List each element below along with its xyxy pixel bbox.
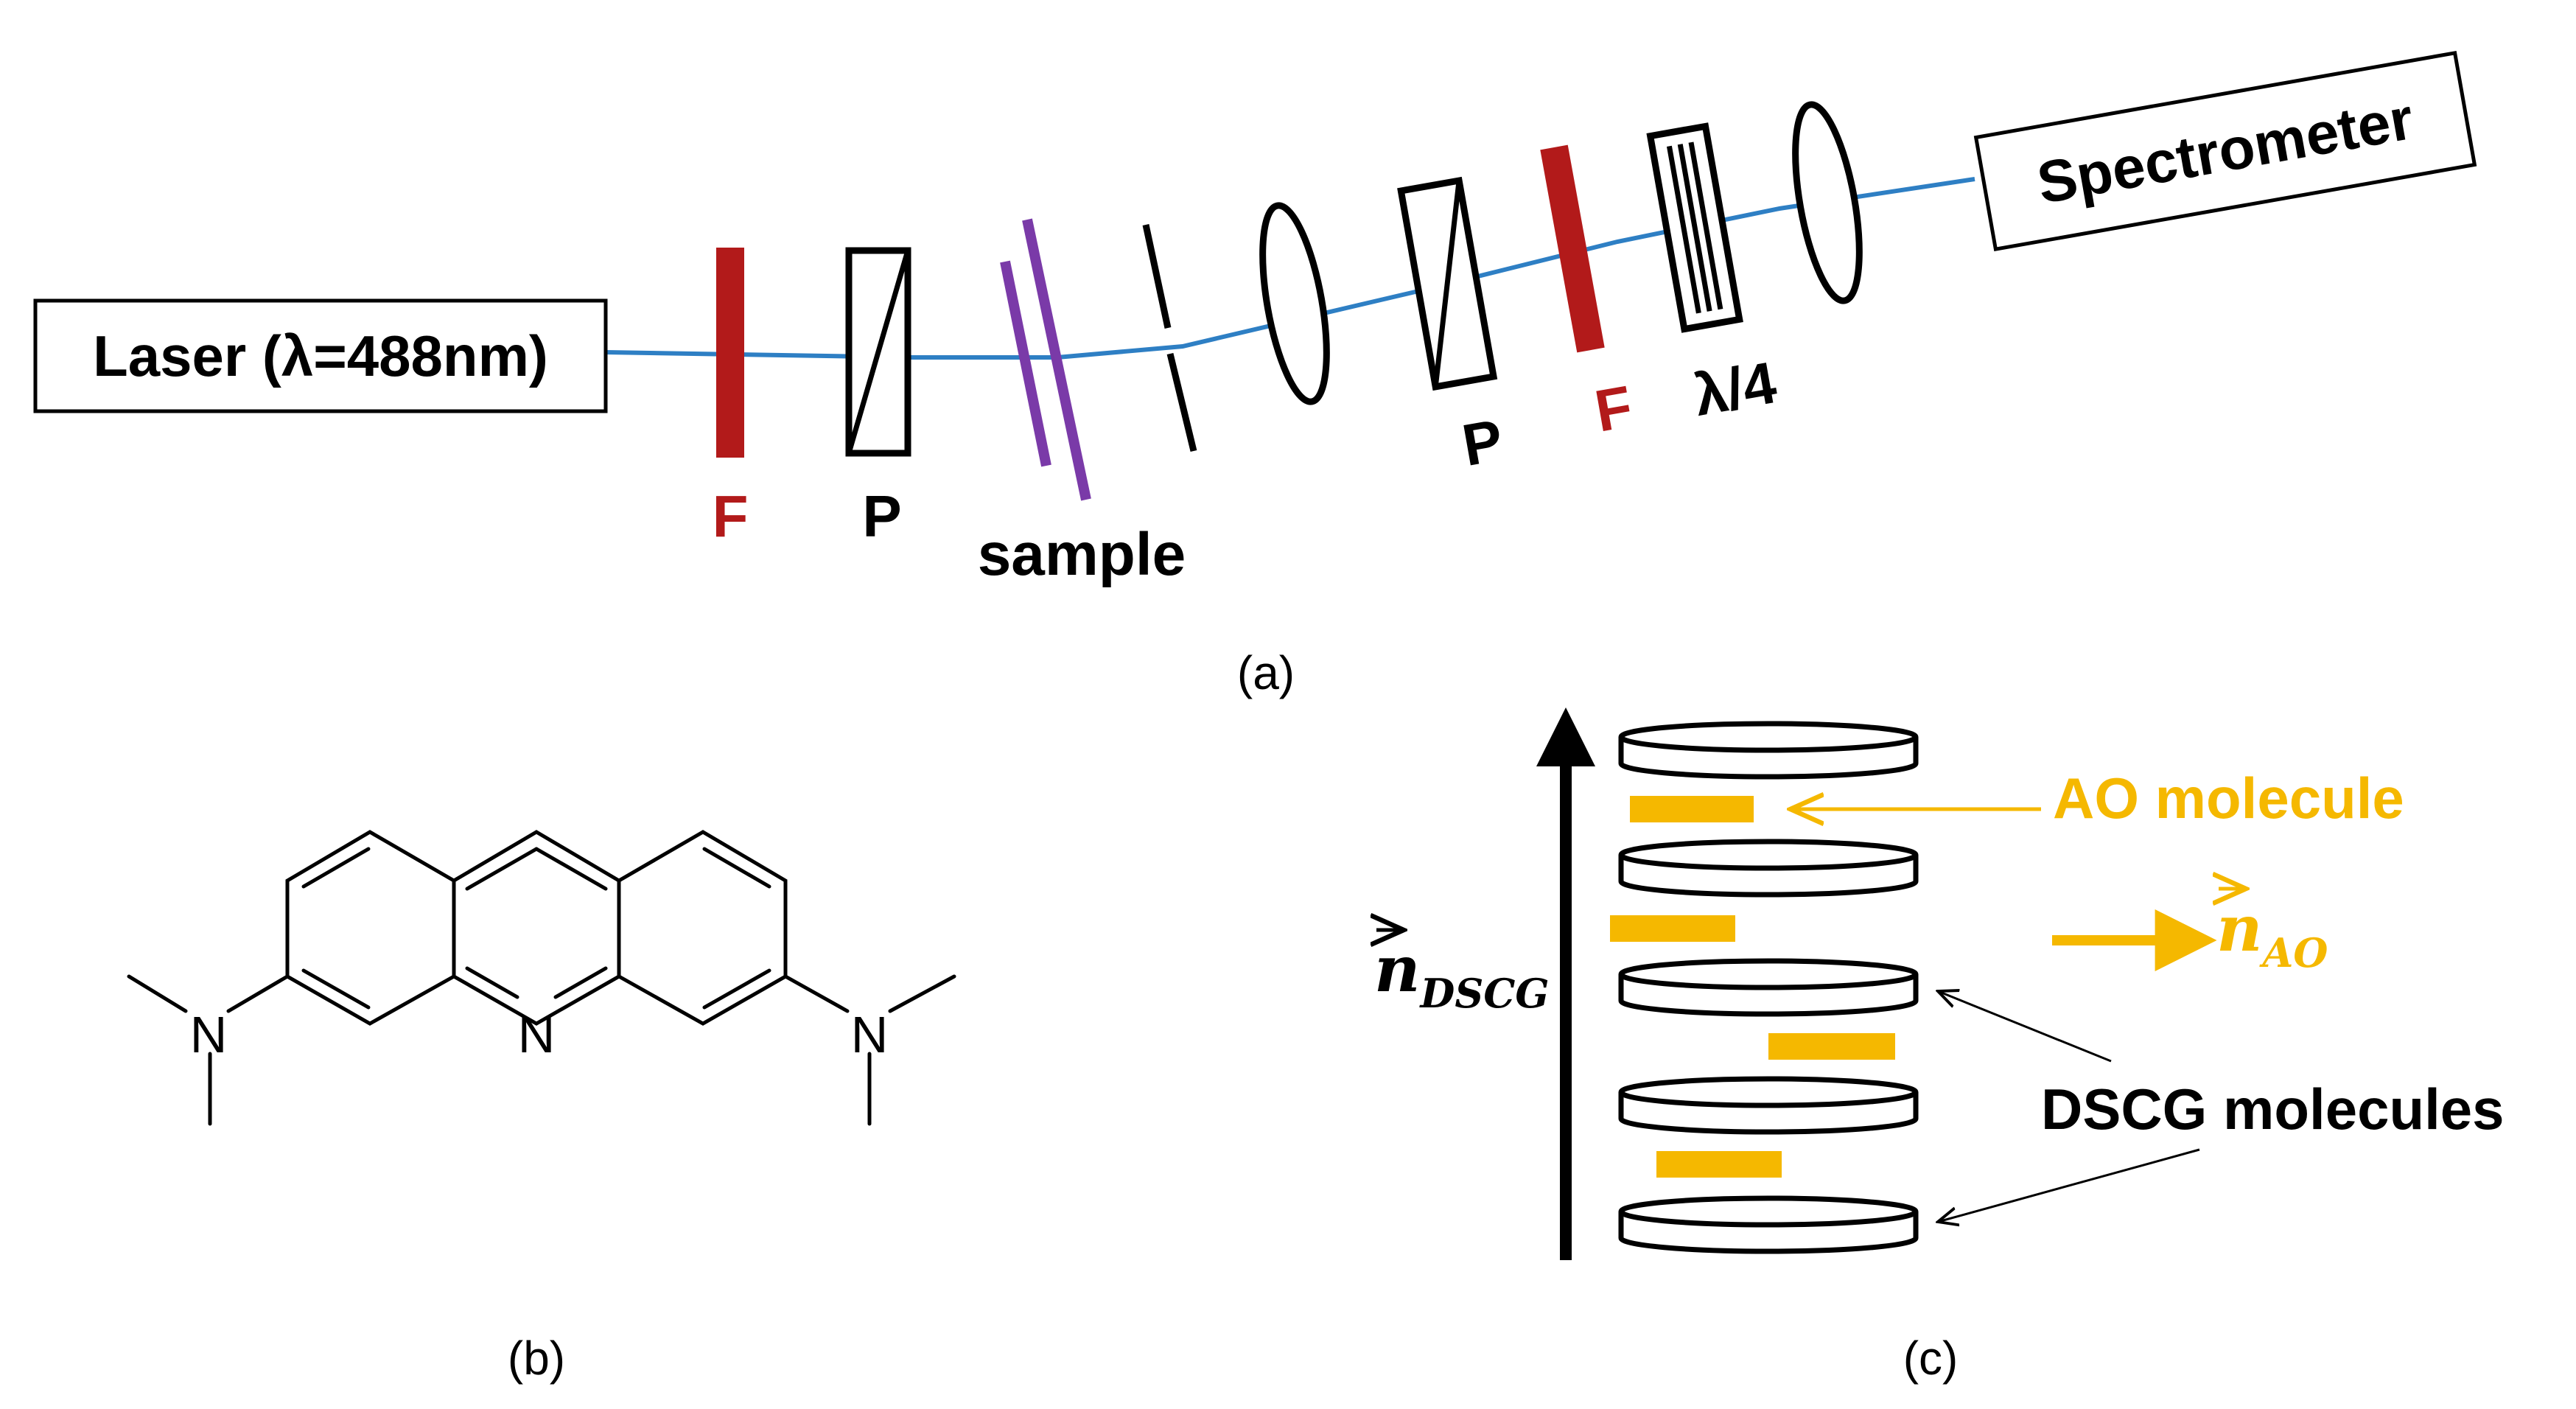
dscg-stack-diagram: nDSCG nAO AO molecule DSCG molecules (c)	[1374, 707, 2505, 1385]
filter-label-1: F	[713, 483, 749, 549]
waveplate-line-2	[1677, 144, 1712, 312]
acridine-orange-structure	[127, 830, 956, 1126]
n-dscg-label: nDSCG	[1374, 932, 1549, 1017]
polarizer-2-diagonal	[1432, 180, 1462, 388]
lens-1	[1259, 202, 1330, 405]
lens-2	[1792, 101, 1863, 304]
polarizer-label-2: P	[1457, 407, 1508, 478]
dscg-pointer-1	[1938, 991, 2112, 1063]
aperture-top	[1142, 224, 1172, 329]
dscg-pointer-2	[1938, 1148, 2200, 1222]
waveplate-line-3	[1688, 141, 1723, 310]
ao-molecule-label: AO molecule	[2053, 766, 2404, 831]
dscg-disc-1	[1621, 724, 1916, 777]
n-ao-label: nAO	[2216, 892, 2328, 976]
ao-bar-3	[1768, 1033, 1895, 1060]
caption-b: (b)	[508, 1332, 565, 1385]
sample-label: sample	[978, 521, 1186, 588]
aperture-bottom	[1166, 352, 1197, 452]
dscg-disc-4	[1621, 1079, 1916, 1132]
laser-label: Laser (λ=488nm)	[93, 324, 548, 388]
dscg-disc-5	[1621, 1198, 1916, 1251]
dscg-disc-3	[1621, 961, 1916, 1014]
laser-box	[33, 298, 608, 413]
waveplate-label: λ/4	[1689, 349, 1781, 428]
right-ring	[617, 830, 788, 1026]
ao-bar-1	[1630, 796, 1754, 822]
center-ring	[452, 830, 621, 1026]
polarizer-1-diagonal	[846, 250, 911, 454]
optical-setup: Laser (λ=488nm) F P sample P F	[33, 50, 2477, 699]
filter-1	[716, 248, 744, 458]
polarizer-label-1: P	[862, 483, 901, 549]
dscg-molecules-label: DSCG molecules	[2041, 1077, 2505, 1141]
left-ring	[285, 830, 456, 1026]
atom-n-center: N	[518, 1006, 556, 1063]
n-dscg-symbol: n	[1374, 932, 1421, 1007]
ao-bar-2	[1610, 915, 1735, 942]
n-dscg-subscript: DSCG	[1419, 970, 1550, 1017]
dscg-disc-2	[1621, 842, 1916, 895]
ao-bar-4	[1656, 1151, 1782, 1178]
caption-a: (a)	[1237, 646, 1295, 699]
spectrometer-box	[1973, 50, 2477, 252]
n-ao-symbol: n	[2216, 892, 2263, 966]
sample-plate-2	[1022, 218, 1091, 501]
sample-plate-1	[1000, 260, 1051, 467]
caption-c: (c)	[1903, 1332, 1959, 1385]
atom-n-right: N	[851, 1006, 889, 1063]
filter-2	[1540, 144, 1605, 353]
atom-n-left: N	[190, 1006, 228, 1063]
waveplate-line-1	[1666, 145, 1701, 314]
n-ao-subscript: AO	[2259, 929, 2328, 976]
filter-label-2: F	[1590, 373, 1637, 444]
